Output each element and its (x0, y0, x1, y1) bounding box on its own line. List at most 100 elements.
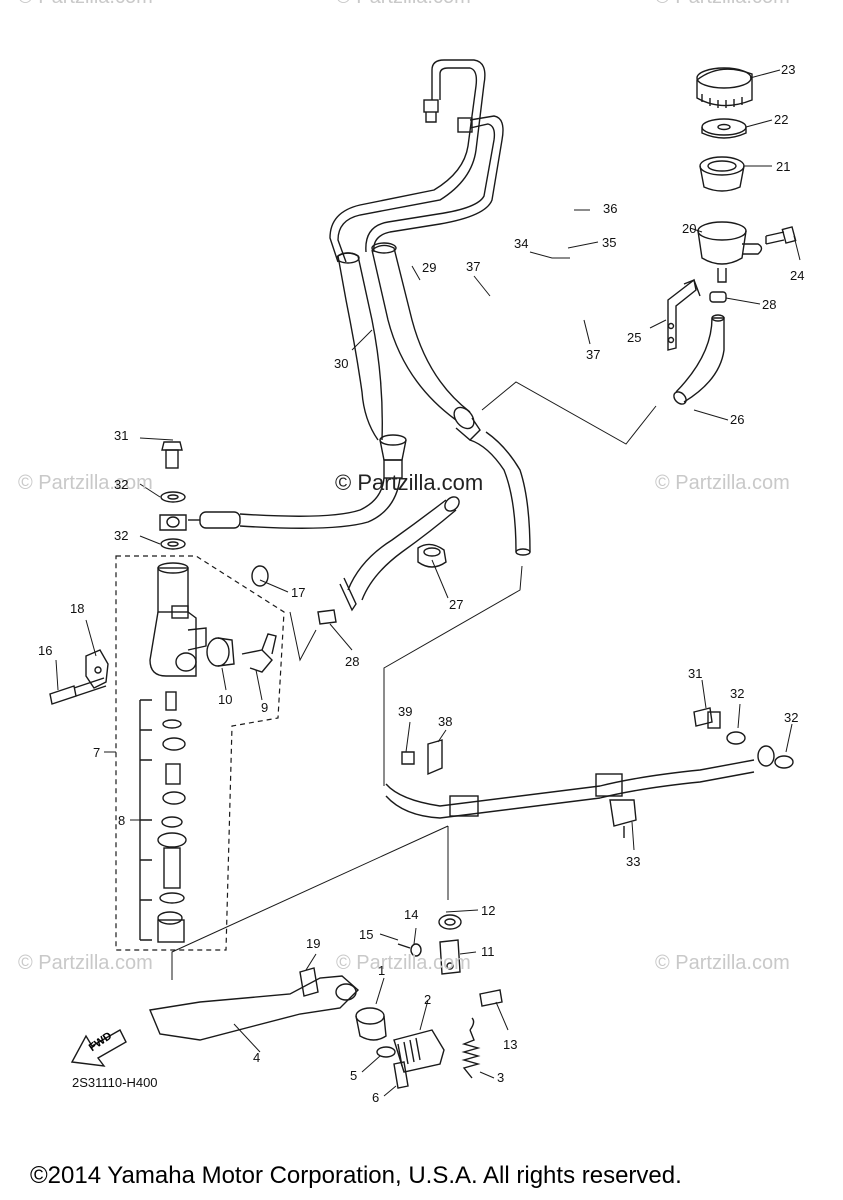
callout-37-left: 37 (466, 259, 481, 274)
callout-7: 7 (93, 745, 101, 760)
nut-12 (438, 914, 462, 930)
callout-11: 11 (481, 944, 495, 959)
watermark-center: © Partzilla.com (335, 470, 484, 495)
hose-main-upper (469, 431, 531, 556)
fwd-arrow (70, 1029, 127, 1067)
callout-30: 30 (334, 356, 349, 371)
callout-31-left: 31 (114, 428, 129, 443)
callout-12: 12 (481, 903, 496, 918)
watermark-text: © Partzilla.com (655, 0, 790, 9)
clip-28-mid (317, 609, 337, 625)
callout-36: 36 (603, 201, 618, 216)
callout-2: 2 (424, 992, 432, 1007)
bolt-39 (401, 751, 415, 765)
reservoir-cap-23 (696, 67, 753, 108)
callout-6: 6 (372, 1090, 380, 1105)
callout-17: 17 (291, 585, 306, 600)
callout-35: 35 (602, 235, 617, 250)
callout-32-left-a: 32 (114, 477, 129, 492)
callout-25: 25 (627, 330, 642, 345)
callout-38: 38 (438, 714, 453, 729)
bolt-13 (479, 989, 503, 1007)
diaphragm-21 (699, 156, 745, 192)
watermark-text: © Partzilla.com (336, 952, 471, 974)
piston-kit-8 (157, 691, 187, 943)
watermark-text: © Partzilla.com (655, 472, 790, 494)
hose-to-master (339, 496, 460, 612)
washer-5 (376, 1046, 396, 1058)
bolt-19 (299, 967, 319, 997)
bracket-25 (667, 278, 701, 351)
callout-16: 16 (38, 643, 53, 658)
master-cylinder (149, 562, 207, 677)
callout-28-top: 28 (762, 297, 777, 312)
copyright-text: ©2014 Yamaha Motor Corporation, U.S.A. A… (30, 1162, 682, 1189)
watermark-text: © Partzilla.com (336, 0, 471, 9)
watermark-text: © Partzilla.com (18, 952, 153, 974)
callout-4: 4 (253, 1050, 261, 1065)
fitting-9 (241, 633, 277, 673)
callout-24: 24 (790, 268, 805, 283)
hose-lower (385, 759, 755, 819)
hose-31-line (188, 477, 401, 529)
hose-29 (371, 242, 481, 441)
hose-30 (336, 252, 407, 479)
reservoir-20 (697, 221, 763, 283)
callout-3: 3 (497, 1070, 505, 1085)
callout-21: 21 (776, 159, 791, 174)
watermark-text: © Partzilla.com (18, 472, 153, 494)
bracket-38 (427, 739, 443, 776)
watermark-text: © Partzilla.com (18, 0, 153, 9)
callout-29: 29 (422, 260, 437, 275)
callout-18: 18 (70, 601, 85, 616)
callout-8: 8 (118, 813, 126, 828)
bolt-31-right (693, 707, 721, 729)
brake-pipe-30 (329, 59, 486, 263)
watermark-text: © Partzilla.com (655, 952, 790, 974)
callout-37-right: 37 (586, 347, 601, 362)
clip-27 (417, 543, 447, 568)
brake-pipe-29 (365, 115, 504, 253)
callout-32-right-b: 32 (784, 710, 799, 725)
collar-1 (355, 1007, 387, 1041)
bolt-6 (393, 1061, 409, 1089)
spring-3 (461, 1017, 481, 1079)
bolt-31-left (161, 441, 183, 469)
hose-26 (673, 314, 725, 405)
callout-14: 14 (404, 907, 419, 922)
callout-23: 23 (781, 62, 796, 77)
washer-14 (410, 943, 422, 957)
callout-1: 1 (378, 963, 386, 978)
kit-bracket-lines (139, 699, 152, 941)
callout-33: 33 (626, 854, 641, 869)
callout-34: 34 (514, 236, 529, 251)
callout-22: 22 (774, 112, 789, 127)
shaft-2 (393, 1029, 445, 1073)
callout-31-right: 31 (688, 666, 703, 681)
diaphragm-plate-22 (701, 118, 747, 139)
bolt-16 (49, 677, 107, 705)
bracket-18 (85, 649, 109, 689)
switch-33 (609, 799, 637, 838)
callout-20: 20 (682, 221, 697, 236)
callout-28-mid: 28 (345, 654, 360, 669)
callout-27: 27 (449, 597, 464, 612)
cap-17 (251, 565, 269, 587)
clip-28-top (709, 291, 727, 303)
clevis-11 (439, 939, 461, 975)
drawing-code: 2S31110-H400 (72, 1075, 158, 1090)
callout-13: 13 (503, 1037, 518, 1052)
callout-39: 39 (398, 704, 413, 719)
washers-32-left (159, 491, 187, 550)
callout-10: 10 (218, 692, 233, 707)
callout-32-right-a: 32 (730, 686, 745, 701)
callout-15: 15 (359, 927, 374, 942)
callout-19: 19 (306, 936, 321, 951)
callout-32-left-b: 32 (114, 528, 129, 543)
bolt-24 (765, 226, 797, 245)
joint-10 (206, 637, 235, 667)
cotter-15 (397, 943, 411, 949)
brake-pedal-4 (149, 975, 360, 1041)
callout-26: 26 (730, 412, 745, 427)
